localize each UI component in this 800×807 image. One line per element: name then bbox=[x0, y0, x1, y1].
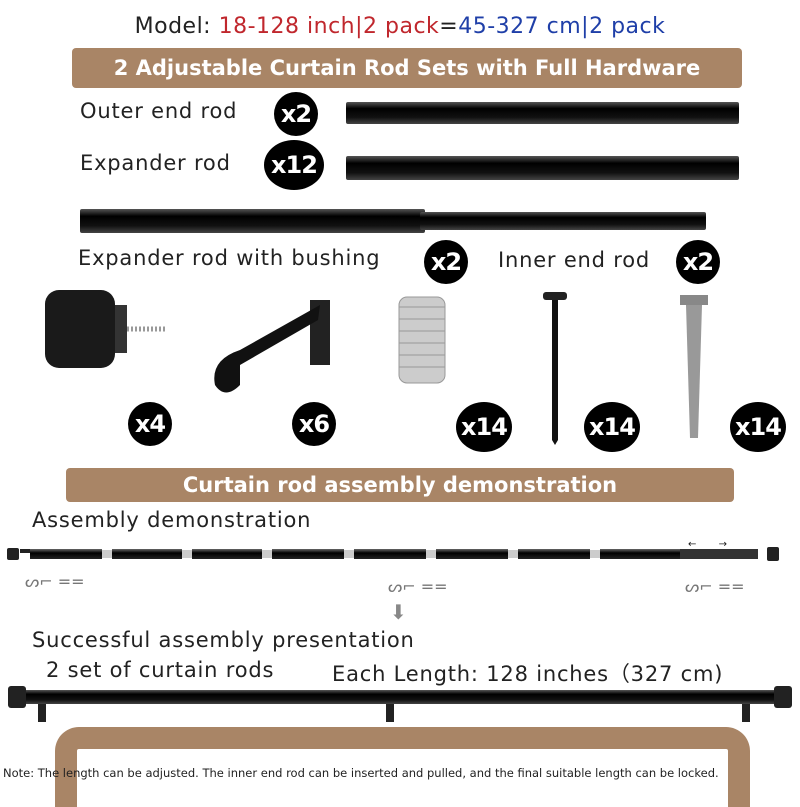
inner-end-rod-count: x2 bbox=[676, 240, 720, 284]
anchor-sleeve-icon bbox=[398, 296, 446, 384]
expander-rod-image bbox=[346, 156, 739, 180]
finial-count: x4 bbox=[128, 402, 172, 446]
screw-icon bbox=[543, 292, 567, 445]
inner-end-rod-label: Inner end rod bbox=[498, 248, 651, 272]
assembled-rod-image bbox=[20, 690, 780, 704]
top-banner: 2 Adjustable Curtain Rod Sets with Full … bbox=[72, 48, 742, 88]
outer-end-rod-image bbox=[346, 102, 739, 124]
expander-rod-bushing-image bbox=[80, 209, 425, 233]
bracket-icon bbox=[742, 704, 750, 722]
assembly-banner: Curtain rod assembly demonstration bbox=[66, 468, 734, 502]
bracket-icon bbox=[38, 704, 46, 722]
sets-text: 2 set of curtain rods bbox=[46, 658, 275, 682]
bracket-icon bbox=[214, 300, 330, 393]
expander-bushing-label: Expander rod with bushing bbox=[78, 246, 381, 270]
finial-icon bbox=[45, 290, 165, 368]
bracket-diagram-icon: ᔕ⌐ == bbox=[685, 577, 745, 596]
inner-end-rod-image bbox=[420, 212, 706, 230]
down-arrow-icon: ⬇ bbox=[390, 600, 407, 624]
finial-icon bbox=[8, 686, 26, 708]
bracket-icon bbox=[386, 704, 394, 722]
model-inch: 18-128 inch|2 pack bbox=[218, 14, 440, 39]
assembly-diagram: ← → bbox=[0, 539, 800, 565]
adjust-arrows-icon: ← → bbox=[688, 539, 728, 550]
note-text: Note: The length can be adjusted. The in… bbox=[3, 766, 719, 780]
model-cm: 45-327 cm|2 pack bbox=[458, 14, 666, 39]
wall-plug-count: x14 bbox=[730, 402, 786, 452]
model-label: Model: bbox=[134, 14, 212, 39]
outer-end-rod-label: Outer end rod bbox=[80, 99, 238, 123]
bracket-diagram-icon: ᔕ⌐ == bbox=[388, 577, 448, 596]
length-text: Each Length: 128 inches（327 cm) bbox=[332, 662, 724, 686]
model-line: Model: 18-128 inch|2 pack=45-327 cm|2 pa… bbox=[0, 14, 800, 39]
curtain-drape bbox=[55, 727, 750, 807]
assembly-title: Assembly demonstration bbox=[32, 508, 312, 532]
anchor-sleeve-count: x14 bbox=[456, 402, 512, 452]
expander-rod-count: x12 bbox=[264, 140, 324, 190]
outer-end-rod-count: x2 bbox=[274, 92, 318, 136]
expander-bushing-count: x2 bbox=[424, 240, 468, 284]
expander-rod-label: Expander rod bbox=[80, 151, 231, 175]
success-title: Successful assembly presentation bbox=[32, 628, 415, 652]
wall-plug-icon bbox=[680, 295, 708, 438]
finial-icon bbox=[774, 686, 792, 708]
screw-count: x14 bbox=[584, 402, 640, 452]
equals: = bbox=[439, 14, 459, 39]
bracket-diagram-icon: ᔕ⌐ == bbox=[25, 572, 85, 591]
bracket-count: x6 bbox=[292, 402, 336, 446]
